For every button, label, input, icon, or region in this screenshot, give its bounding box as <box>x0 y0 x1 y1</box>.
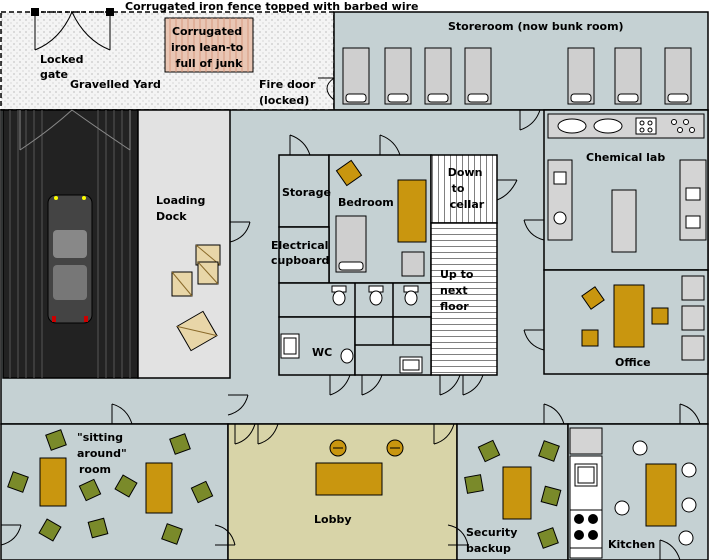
sink-icon <box>280 333 423 374</box>
electrical-cupboard <box>278 226 330 284</box>
bedside-table <box>401 251 425 277</box>
stairs-up-floor <box>430 222 498 376</box>
car-icon <box>47 194 93 324</box>
security-label: Security backup <box>466 526 521 555</box>
chair-icon <box>335 159 363 187</box>
storage-room <box>278 154 330 228</box>
filing-cabinet <box>681 275 705 361</box>
chair-icon <box>581 286 669 347</box>
bedroom-label: Bedroom <box>338 196 394 209</box>
locked-gate-label: Locked gate <box>40 53 87 81</box>
up-floor-label: Up to next floor <box>440 268 477 313</box>
electrical-label: Electrical cupboard <box>271 239 332 267</box>
stool-icon <box>614 440 697 546</box>
crate-icon <box>171 244 221 352</box>
chair-icon <box>7 429 214 545</box>
sitting-room-label: "sitting around" room <box>77 431 131 476</box>
lab-bench-top <box>547 113 705 139</box>
wardrobe <box>397 179 427 243</box>
stove-icon <box>569 509 603 549</box>
sink-icon <box>574 463 598 487</box>
down-cellar-label: Down to cellar <box>448 166 487 211</box>
coffee-table <box>145 462 173 514</box>
stool-icon <box>329 439 404 457</box>
security-desk <box>502 466 532 520</box>
chemical-lab-label: Chemical lab <box>586 151 665 164</box>
gravelled-yard-label: Gravelled Yard <box>70 78 161 91</box>
lobby-label: Lobby <box>314 513 352 526</box>
garage-door-swing-icon <box>19 109 131 151</box>
office-desk <box>613 284 645 348</box>
storage-label: Storage <box>282 186 331 199</box>
wc-label: WC <box>312 346 332 359</box>
lab-center-table <box>611 189 637 253</box>
office-label: Office <box>615 356 651 369</box>
fire-door-label: Fire door (locked) <box>259 78 319 107</box>
lean-to-label: Corrugated iron lean-to full of junk <box>171 25 247 70</box>
locked-gate-swing-icon <box>34 11 111 51</box>
kitchen-label: Kitchen <box>608 538 655 551</box>
chair-icon <box>464 439 562 549</box>
coffee-table <box>39 457 67 507</box>
stairs-down-cellar <box>430 154 498 224</box>
storeroom-label: Storeroom (now bunk room) <box>448 20 624 33</box>
kitchen-table <box>645 463 677 527</box>
fence-label: Corrugated iron fence topped with barbed… <box>125 0 419 13</box>
door-swing-icon <box>0 109 701 560</box>
lean-to-shed <box>164 17 254 73</box>
toilet-icon <box>331 285 419 306</box>
fridge <box>569 427 603 455</box>
sitting-around-room <box>0 423 229 560</box>
fire-door-swing-icon <box>318 77 335 101</box>
reception-desk <box>315 462 383 496</box>
loading-dock-label: Loading Dock <box>156 194 209 223</box>
